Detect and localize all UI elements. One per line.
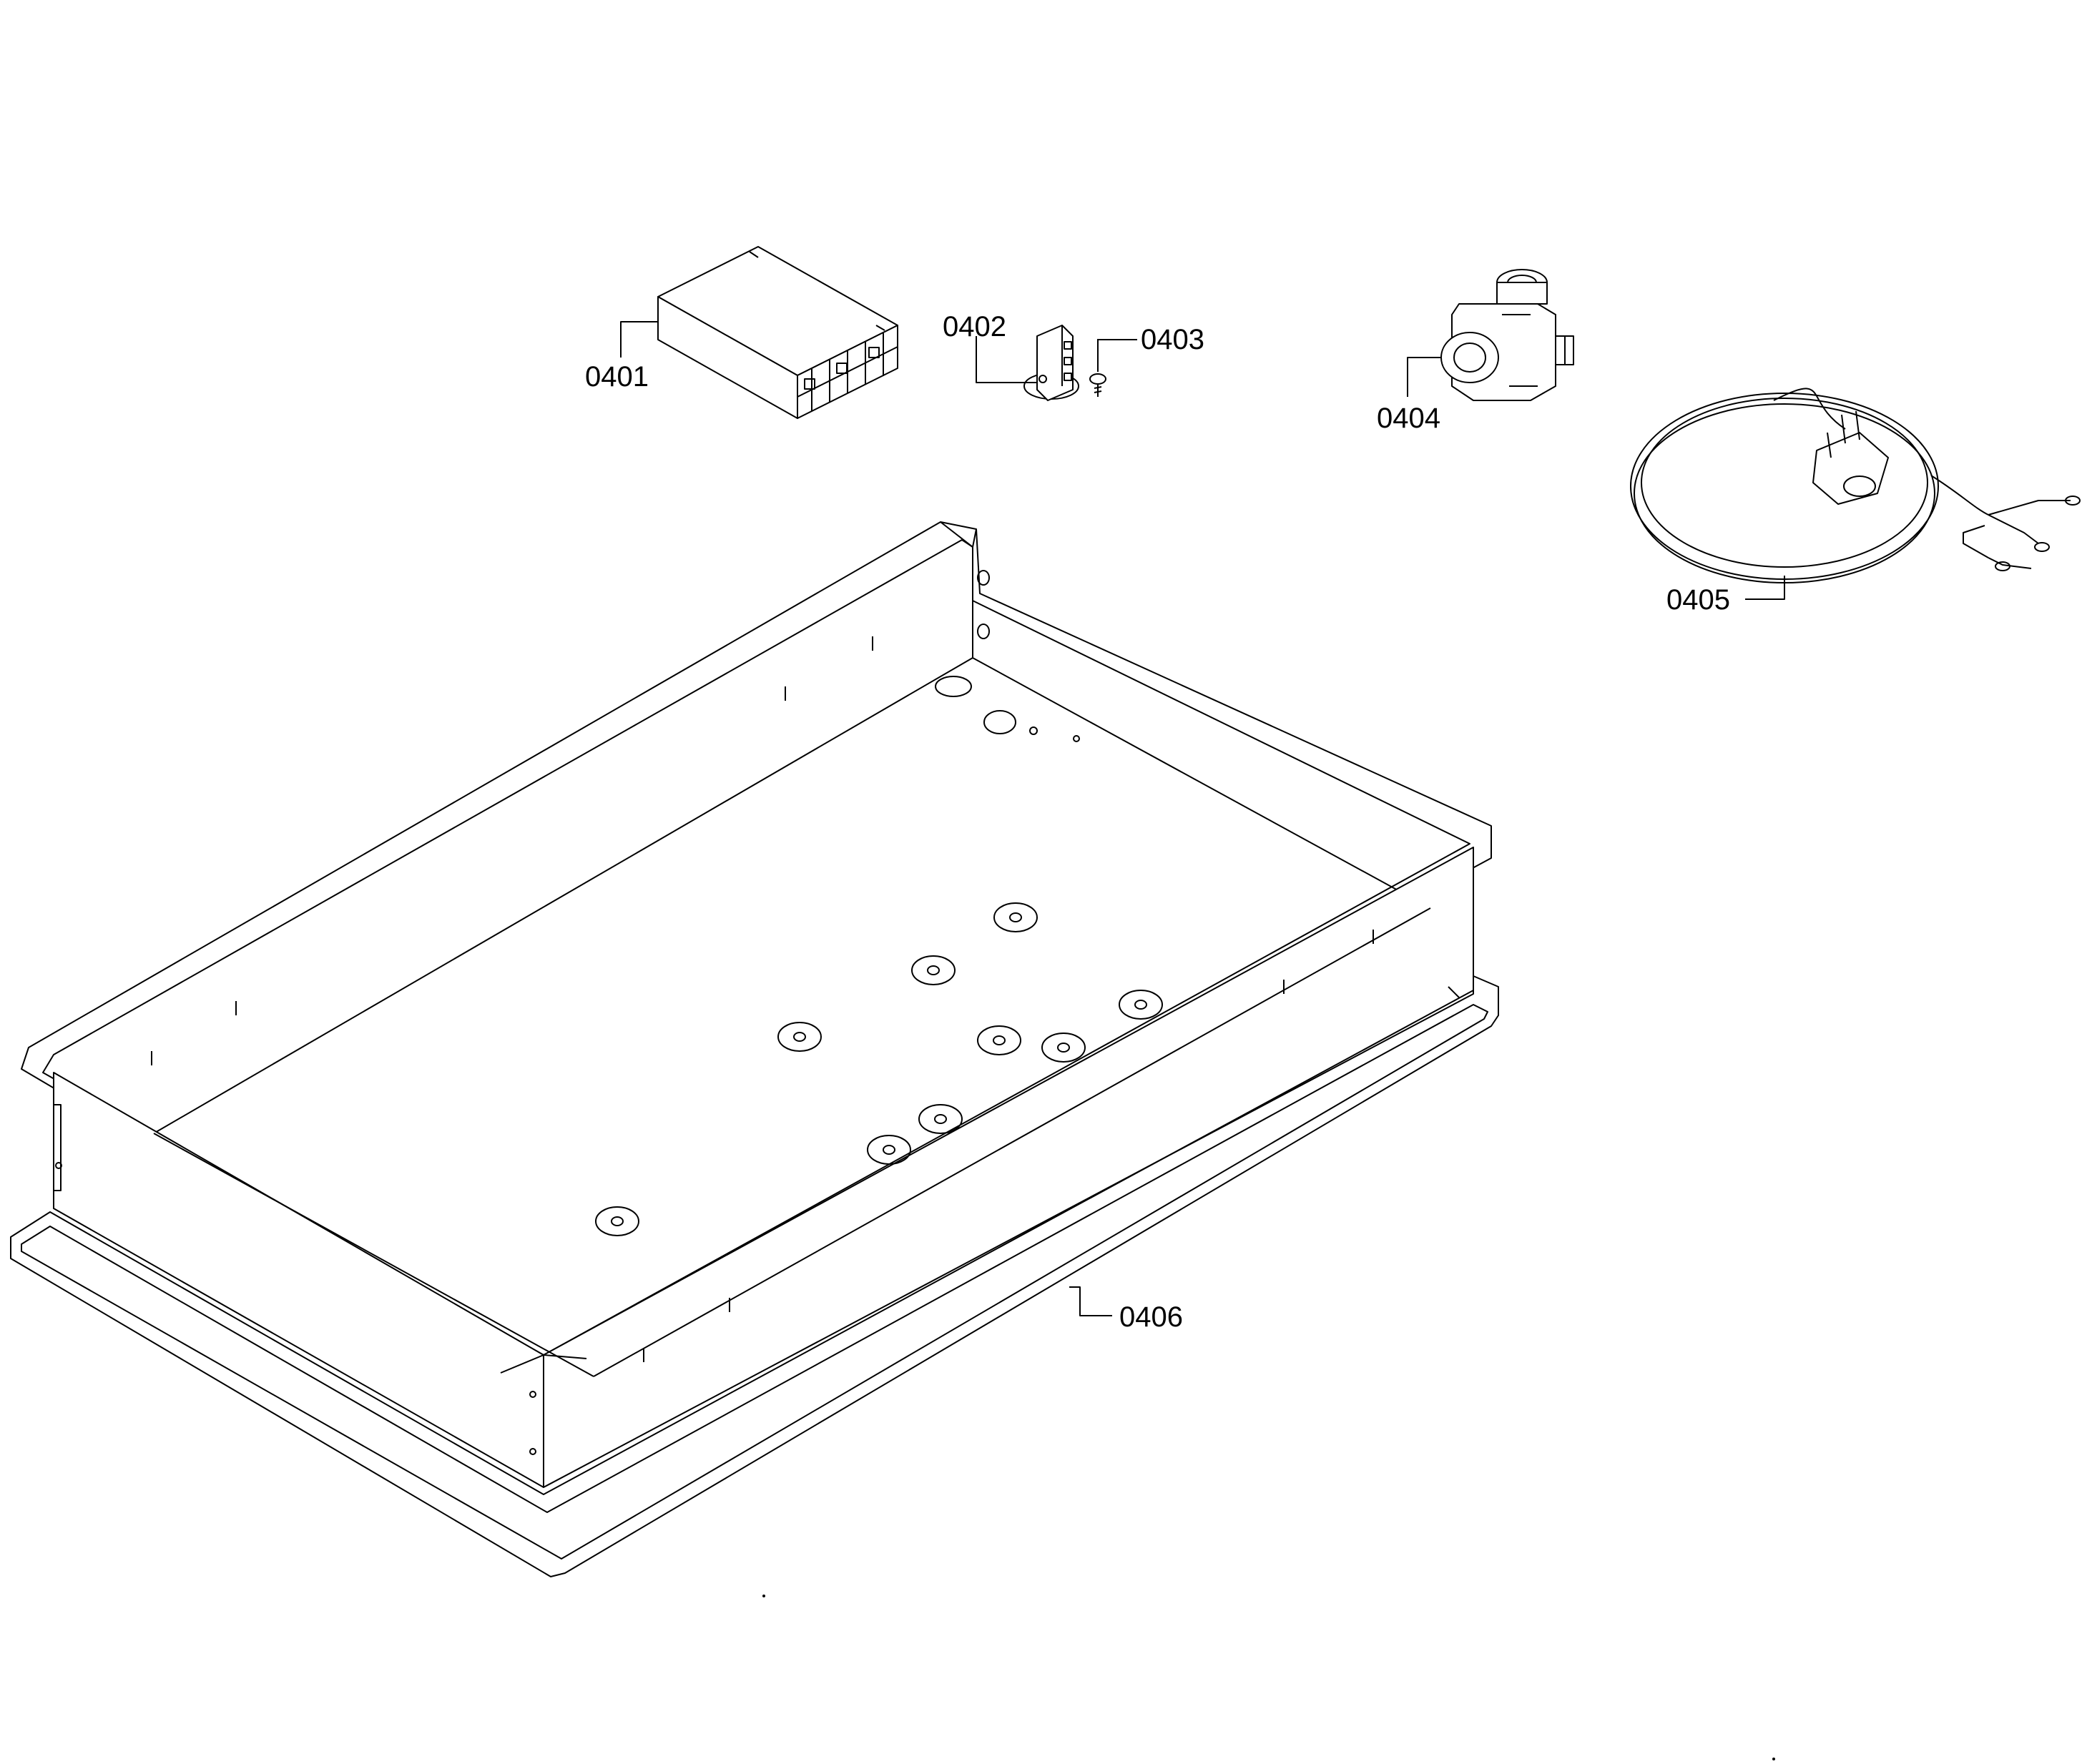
part-0401-module-box	[621, 247, 898, 418]
callout-0406: 0406	[1119, 1301, 1183, 1333]
burner-bosses	[596, 903, 1162, 1236]
speck-mark	[762, 1595, 765, 1597]
callout-0401: 0401	[585, 361, 649, 393]
part-0402-terminal-bracket	[976, 325, 1079, 400]
part-0406-cooktop-tray	[21, 522, 1491, 1487]
callout-0403: 0403	[1141, 324, 1204, 355]
part-0403-screw	[1090, 340, 1137, 397]
callout-0405: 0405	[1666, 584, 1730, 616]
callout-0404: 0404	[1377, 403, 1440, 434]
speck-mark	[1772, 1758, 1775, 1760]
part-0406-gasket	[11, 976, 1498, 1577]
part-0405-power-cord	[1631, 388, 2080, 599]
callout-0402: 0402	[943, 311, 1006, 343]
part-0404-gas-valve	[1408, 270, 1573, 400]
